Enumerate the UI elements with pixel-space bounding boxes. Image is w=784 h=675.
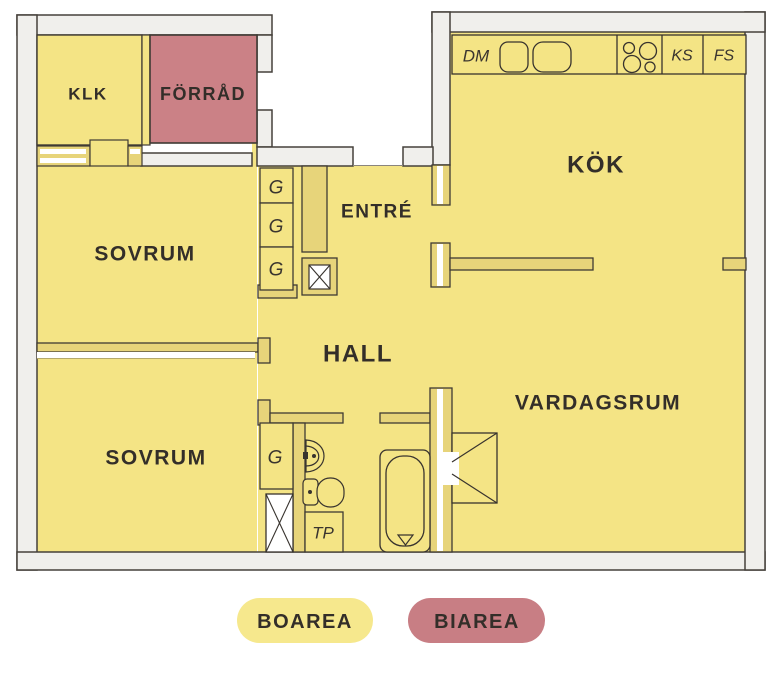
label-sovrum-upper: SOVRUM xyxy=(94,243,195,266)
bath-north-stub xyxy=(257,399,271,426)
label-vardagsrum: VARDAGSRUM xyxy=(515,392,681,415)
closet-g-bath xyxy=(259,422,294,490)
labels: KLK FÖRRÅD SOVRUM ENTRÉ KÖK HALL SOVRUM … xyxy=(68,47,734,543)
legend-biarea-label: BIAREA xyxy=(434,611,520,633)
label-g3: G xyxy=(269,260,284,281)
shaft-entre xyxy=(301,257,338,296)
legend-biarea-pill xyxy=(408,598,545,643)
toilet xyxy=(302,477,345,508)
kok-vardagsrum-wall xyxy=(449,257,594,271)
label-ks: KS xyxy=(671,48,693,65)
label-g2: G xyxy=(269,217,284,238)
bath-sink xyxy=(303,439,325,473)
wardrobe-column xyxy=(259,167,294,291)
legend-boarea-pill xyxy=(237,598,373,643)
label-kok: KÖK xyxy=(567,152,625,179)
sink-basin-large xyxy=(532,41,572,73)
label-g1: G xyxy=(269,178,284,199)
label-dm: DM xyxy=(463,47,490,66)
stove-burners xyxy=(622,41,658,74)
label-fs: FS xyxy=(714,48,735,65)
label-tp: TP xyxy=(312,524,334,543)
label-forrad: FÖRRÅD xyxy=(160,84,246,104)
legend-boarea-label: BOAREA xyxy=(257,611,353,633)
kok-vardagsrum-wall-stub xyxy=(722,257,747,271)
bath-north-wall-east xyxy=(379,412,431,424)
vardagsrum-door xyxy=(438,432,498,504)
room-forrad xyxy=(149,34,258,144)
legend: BOAREA BIAREA xyxy=(237,598,545,643)
room-klk xyxy=(36,34,143,146)
forrad-south-gap xyxy=(142,143,252,153)
kitchen-counter xyxy=(451,34,747,75)
klk-doorway xyxy=(36,139,143,167)
label-hall: HALL xyxy=(323,341,393,368)
bath-north-wall-west xyxy=(269,412,344,424)
sovrum-hall-wall-cap xyxy=(257,337,271,364)
shaft-bath xyxy=(265,493,294,553)
exterior-walls xyxy=(16,11,766,571)
label-sovrum-lower: SOVRUM xyxy=(105,447,206,470)
entre-west-wall xyxy=(301,165,328,253)
klk-forrad-wall xyxy=(141,34,151,146)
sink-basin-small xyxy=(499,41,529,73)
label-g-bath: G xyxy=(268,448,283,469)
bathtub xyxy=(379,449,431,553)
sovrum-hall-wall xyxy=(36,342,259,353)
label-klk: KLK xyxy=(68,85,107,104)
label-entre: ENTRÉ xyxy=(341,201,413,223)
tp-box xyxy=(304,511,344,553)
